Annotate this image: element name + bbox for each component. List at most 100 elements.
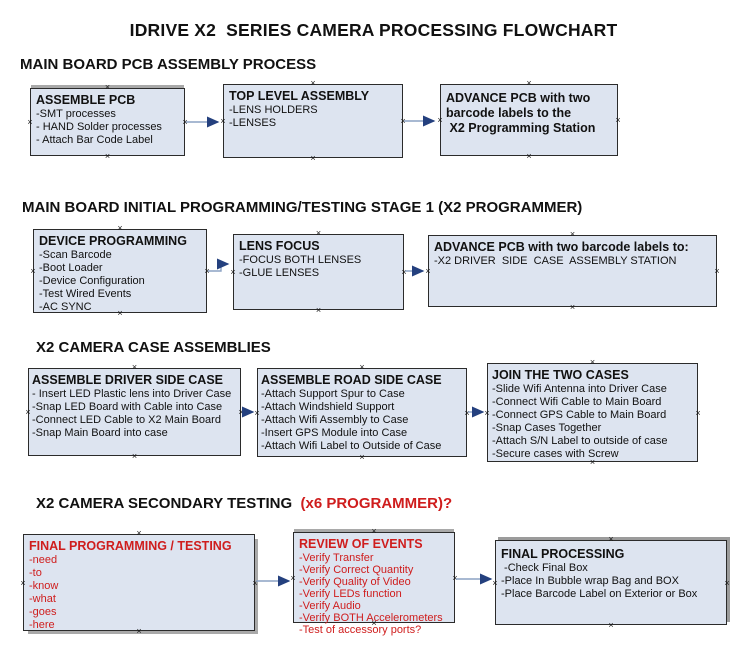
box-title: FINAL PROCESSING	[501, 547, 625, 561]
box-item: -Place Barcode Label on Exterior or Box	[501, 588, 698, 600]
connection-point-icon	[116, 225, 124, 231]
connection-point-icon	[309, 155, 317, 161]
connection-point-icon	[315, 230, 323, 236]
connection-point-icon	[24, 409, 32, 415]
box-title: ADVANCE PCB with two barcode labels to:	[434, 240, 689, 254]
box-title: ASSEMBLE ROAD SIDE CASE	[261, 373, 442, 387]
box-item: -Attach S/N Label to outside of case	[492, 435, 668, 447]
box-item: -GLUE LENSES	[239, 267, 320, 279]
box-review-of-events: REVIEW OF EVENTS -Verify Transfer -Verif…	[293, 532, 455, 636]
box-item: -Device Configuration	[39, 275, 145, 287]
connection-point-icon	[104, 153, 112, 159]
connection-point-icon	[451, 575, 459, 581]
section-heading-pcb-assembly: MAIN BOARD PCB ASSEMBLY PROCESS	[20, 56, 317, 73]
box-item: -Test Wired Events	[39, 288, 132, 300]
connection-point-icon	[104, 84, 112, 90]
box-item: -Verify Quality of Video	[299, 576, 411, 588]
connection-point-icon	[491, 580, 499, 586]
box-item: -what	[29, 593, 56, 605]
connection-point-icon	[203, 268, 211, 274]
box-item: -Slide Wifi Antenna into Driver Case	[492, 383, 667, 395]
box-join-the-two-cases: JOIN THE TWO CASES -Slide Wifi Antenna i…	[487, 363, 698, 462]
connection-point-icon	[713, 268, 721, 274]
box-item: -Snap Cases Together	[492, 422, 602, 434]
connection-point-icon	[135, 530, 143, 536]
connection-point-icon	[181, 119, 189, 125]
connection-point-icon	[358, 454, 366, 460]
box-final-processing: FINAL PROCESSING -Check Final Box -Place…	[495, 540, 727, 625]
heading-red-part: (x6 PROGRAMMER)?	[296, 495, 453, 512]
box-item: -X2 DRIVER SIDE CASE ASSEMBLY STATION	[434, 255, 677, 267]
connection-point-icon	[436, 117, 444, 123]
connection-point-icon	[525, 153, 533, 159]
connection-point-icon	[26, 119, 34, 125]
connection-point-icon	[370, 528, 378, 534]
connection-point-icon	[229, 269, 237, 275]
box-item: -Snap Main Board into case	[32, 427, 168, 439]
connection-point-icon	[131, 453, 139, 459]
box-title: DEVICE PROGRAMMING	[39, 234, 187, 248]
box-item: -SMT processes	[36, 108, 116, 120]
box-assemble-pcb: ASSEMBLE PCB -SMT processes - HAND Solde…	[30, 88, 185, 156]
box-item: -Connect GPS Cable to Main Board	[492, 409, 667, 421]
section-heading-initial-programming: MAIN BOARD INITIAL PROGRAMMING/TESTING S…	[22, 199, 583, 216]
box-item: -Boot Loader	[39, 262, 103, 274]
connection-point-icon	[463, 410, 471, 416]
section-heading-case-assemblies: X2 CAMERA CASE ASSEMBLIES	[36, 339, 271, 356]
connection-point-icon	[569, 304, 577, 310]
connection-point-icon	[614, 117, 622, 123]
connection-point-icon	[607, 536, 615, 542]
connection-point-icon	[19, 580, 27, 586]
connection-point-icon	[219, 118, 227, 124]
connection-point-icon	[131, 364, 139, 370]
box-final-programming-testing: FINAL PROGRAMMING / TESTING -need -to -k…	[23, 534, 255, 631]
box-item: -Snap LED Board with Cable into Case	[32, 401, 223, 413]
box-item: - HAND Solder processes	[36, 121, 162, 133]
box-item: -need	[29, 554, 58, 566]
box-item: -to	[29, 567, 42, 579]
box-item: -Secure cases with Screw	[492, 448, 619, 460]
connection-point-icon	[29, 268, 37, 274]
connection-point-icon	[315, 307, 323, 313]
box-item: -Attach Windshield Support	[261, 401, 395, 413]
connection-point-icon	[483, 410, 491, 416]
page-title: IDRIVE X2 SERIES CAMERA PROCESSING FLOWC…	[129, 20, 618, 40]
box-item: -Verify Transfer	[299, 552, 374, 564]
box-item: -Verify LEDs function	[299, 588, 402, 600]
connection-point-icon	[309, 80, 317, 86]
box-item: -LENSES	[229, 117, 277, 129]
connection-point-icon	[723, 580, 731, 586]
box-item: -Verify BOTH Accelerometers	[299, 612, 443, 624]
box-item: -here	[29, 619, 55, 631]
box-item: - Attach Bar Code Label	[36, 134, 153, 146]
box-title: ADVANCE PCB with two barcode labels to t…	[446, 91, 596, 135]
box-item: -Attach Support Spur to Case	[261, 388, 405, 400]
connection-point-icon	[424, 268, 432, 274]
connection-point-icon	[400, 269, 408, 275]
box-item: -Insert GPS Module into Case	[261, 427, 408, 439]
box-item: - Insert LED Plastic lens into Driver Ca…	[32, 388, 232, 400]
box-title: ASSEMBLE DRIVER SIDE CASE	[32, 373, 224, 387]
connection-point-icon	[694, 410, 702, 416]
box-device-programming: DEVICE PROGRAMMING -Scan Barcode -Boot L…	[33, 229, 207, 313]
box-item: -Scan Barcode	[39, 249, 112, 261]
box-item: -Check Final Box	[501, 562, 588, 574]
connection-point-icon	[399, 118, 407, 124]
box-item: -LENS HOLDERS	[229, 104, 318, 116]
box-title: ASSEMBLE PCB	[36, 93, 136, 107]
box-title: FINAL PROGRAMMING / TESTING	[29, 539, 232, 553]
connection-point-icon	[237, 409, 245, 415]
box-item: -Verify Correct Quantity	[299, 564, 414, 576]
box-title: JOIN THE TWO CASES	[492, 368, 629, 382]
box-top-level-assembly: TOP LEVEL ASSEMBLY -LENS HOLDERS -LENSES	[223, 84, 403, 158]
box-item: -Test of accessory ports?	[299, 624, 422, 636]
box-advance-pcb-driver-side: ADVANCE PCB with two barcode labels to: …	[428, 235, 717, 307]
connection-point-icon	[589, 359, 597, 365]
connection-point-icon	[253, 410, 261, 416]
box-title: REVIEW OF EVENTS	[299, 537, 423, 551]
box-item: -FOCUS BOTH LENSES	[239, 254, 362, 266]
box-item: -Place In Bubble wrap Bag and BOX	[501, 575, 679, 587]
box-advance-pcb-programming-station: ADVANCE PCB with two barcode labels to t…	[440, 84, 618, 156]
section-heading-secondary-testing: X2 CAMERA SECONDARY TESTING (x6 PROGRAMM…	[36, 495, 452, 512]
